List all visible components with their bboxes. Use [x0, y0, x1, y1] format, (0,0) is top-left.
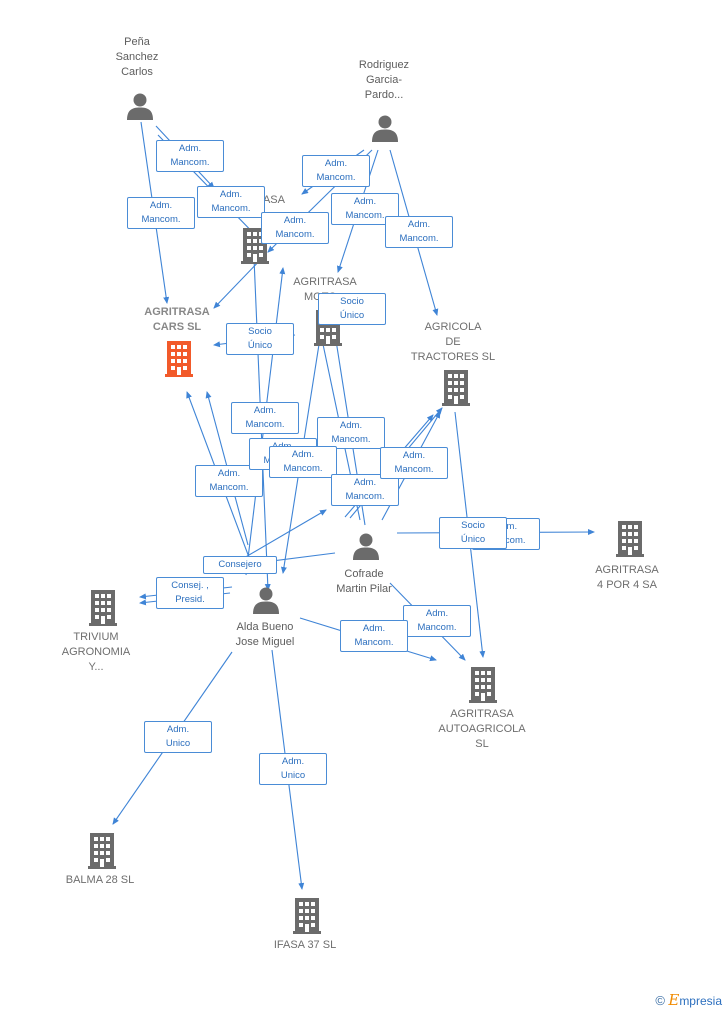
person-icon[interactable] — [353, 533, 379, 561]
person-icon[interactable] — [372, 115, 398, 143]
relationship-role-label[interactable]: Adm. Mancom. — [403, 605, 471, 637]
company-name-ifasa[interactable]: IFASA 37 SL — [273, 939, 337, 951]
empresia-brand[interactable]: © Empresia — [655, 991, 722, 1009]
company-building-icon[interactable] — [616, 521, 644, 557]
relationship-role-label[interactable]: Adm. Mancom. — [156, 140, 224, 172]
company-building-icon[interactable] — [442, 370, 470, 406]
company-name-agritrasa_cars[interactable]: AGRITRASA CARS SL — [144, 306, 210, 333]
relationship-role-label[interactable]: Consejero — [203, 556, 277, 574]
relationship-role-label[interactable]: Adm. Mancom. — [127, 197, 195, 229]
company-name-balma[interactable]: BALMA 28 SL — [65, 874, 135, 886]
relationship-role-label[interactable]: Socio Único — [226, 323, 294, 355]
relationship-role-label[interactable]: Socio Único — [318, 293, 386, 325]
relationship-role-label[interactable]: Adm. Mancom. — [340, 620, 408, 652]
company-building-icon[interactable] — [469, 667, 497, 703]
focus-company-building-icon[interactable] — [165, 341, 193, 377]
relationship-role-label[interactable]: Adm. Unico — [259, 753, 327, 785]
person-name-cofrade[interactable]: Cofrade Martin Pilar — [336, 568, 392, 595]
company-name-trivium[interactable]: TRIVIUM AGRONOMIA Y... — [61, 631, 131, 673]
company-building-icon[interactable] — [88, 833, 116, 869]
relationship-role-label[interactable]: Adm. Mancom. — [331, 474, 399, 506]
person-name-pena[interactable]: Peña Sanchez Carlos — [115, 36, 159, 78]
company-name-agricola_tractores[interactable]: AGRICOLA DE TRACTORES SL — [410, 321, 496, 363]
person-name-alda[interactable]: Alda Bueno Jose Miguel — [235, 621, 295, 648]
relationship-role-label[interactable]: Adm. Mancom. — [231, 402, 299, 434]
relationship-role-label[interactable]: Adm. Mancom. — [195, 465, 263, 497]
relationship-role-label[interactable]: Adm. Mancom. — [197, 186, 265, 218]
relationship-role-label[interactable]: Adm. Mancom. — [385, 216, 453, 248]
company-name-agritrasa_4por4[interactable]: AGRITRASA 4 POR 4 SA — [595, 564, 659, 591]
relationship-role-label[interactable]: Adm. Mancom. — [317, 417, 385, 449]
relationship-role-label[interactable]: Adm. Mancom. — [302, 155, 370, 187]
empresia-logo-initial: E — [668, 991, 680, 1009]
relationship-edge — [231, 509, 327, 566]
relationship-role-label[interactable]: Adm. Mancom. — [380, 447, 448, 479]
company-building-icon[interactable] — [293, 898, 321, 934]
relationship-role-label[interactable]: Consej. , Presid. — [156, 577, 224, 609]
relationship-role-label[interactable]: Adm. Mancom. — [261, 212, 329, 244]
person-icon[interactable] — [253, 587, 279, 615]
relationship-role-label[interactable]: Socio Único — [439, 517, 507, 549]
copyright-icon: © — [655, 993, 666, 1008]
person-icon[interactable] — [127, 93, 153, 121]
company-building-icon[interactable] — [89, 590, 117, 626]
relationship-role-label[interactable]: Adm. Mancom. — [269, 446, 337, 478]
company-name-agritrasa_autoagricola[interactable]: AGRITRASA AUTOAGRICOLA SL — [438, 708, 526, 750]
relationship-role-label[interactable]: Adm. Unico — [144, 721, 212, 753]
empresia-logo-text: mpresia — [679, 994, 722, 1008]
person-name-rodriguez[interactable]: Rodriguez Garcia- Pardo... — [358, 59, 410, 101]
